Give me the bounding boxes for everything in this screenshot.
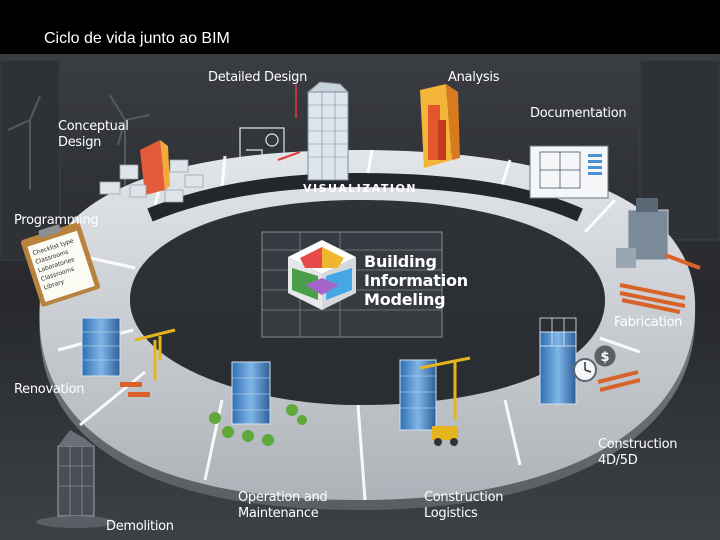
conceptual-design-model [99,140,204,203]
slide-title: Ciclo de vida junto ao BIM [44,30,230,47]
ring-surface [39,150,696,500]
visualization-band [147,172,583,222]
tree-icon [209,404,307,446]
renovation-bricks [120,382,150,397]
detailed-design-tower [306,81,350,181]
construction-4d5d-building [539,317,577,405]
stage-label-construction-4d5d: Construction 4D/5D [598,437,678,468]
loader-truck-icon [432,426,458,446]
fabrication-machine [616,198,669,268]
construction-beams [597,370,641,392]
logistics-crane-icon [419,356,471,420]
wind-turbines [7,94,151,200]
visualization-label: VISUALIZATION [303,182,417,195]
stage-label-analysis: Analysis [448,70,500,85]
demolition-building [36,430,116,528]
stage-label-detailed-design: Detailed Design [208,70,308,85]
title-bar: Ciclo de vida junto ao BIM [0,0,720,54]
clipboard-icon: Checklist type Classrooms Laboratories C… [20,222,101,307]
stage-label-programming: Programming [14,213,99,228]
dollar-icon: $ [593,344,617,368]
drawing-sheet-icon [239,127,285,177]
stage-label-fabrication: Fabrication [614,315,683,330]
svg-text:$: $ [600,350,609,365]
stage-label-operation-maintenance: Operation and Maintenance [238,490,328,521]
operation-building [231,361,271,425]
bim-cube-icon [288,240,356,310]
stage-label-documentation: Documentation [530,106,627,121]
stage-label-renovation: Renovation [14,382,85,397]
bim-title-line-2: Information [364,271,468,290]
bim-title: Building Information Modeling [364,252,468,309]
documentation-sheet [529,145,609,199]
detailed-design-leader-arrow [277,151,301,161]
clock-icon [573,358,597,382]
bim-title-line-3: Modeling [364,290,446,309]
stage-label-demolition: Demolition [106,519,174,534]
stage-label-construction-logistics: Construction Logistics [424,490,504,521]
stage-label-conceptual-design: Conceptual Design [58,119,129,150]
crane-icon [134,328,176,380]
logistics-building [399,359,437,431]
fabrication-beams [619,253,701,314]
analysis-building [420,84,460,168]
bim-title-line-1: Building [364,252,437,271]
renovation-building [81,317,121,377]
